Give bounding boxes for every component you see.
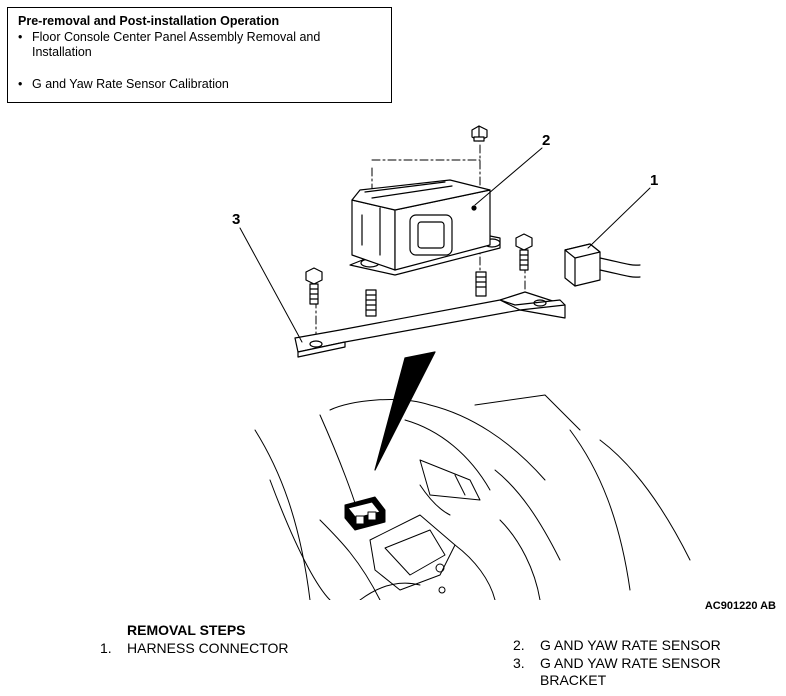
callout-3: 3 — [232, 211, 241, 228]
stud-icon — [365, 289, 377, 317]
removal-step: 2. G AND YAW RATE SENSOR — [513, 637, 721, 654]
removal-steps-title: REMOVAL STEPS — [127, 622, 246, 638]
note-item-line: Floor Console Center Panel Assembly Remo… — [32, 30, 321, 44]
step-label: G AND YAW RATE SENSOR — [540, 655, 721, 671]
bracket-bolt-icon — [305, 267, 323, 305]
detail-pointer-icon — [374, 351, 436, 471]
vehicle-interior-icon — [254, 394, 691, 600]
step-label: G AND YAW RATE SENSOR — [540, 637, 721, 653]
step-label: BRACKET — [540, 672, 607, 688]
harness-connector-icon — [564, 243, 641, 287]
step-number: 3. — [513, 655, 525, 671]
g-yaw-rate-sensor-icon — [349, 179, 501, 276]
flange-bolt-icon — [471, 125, 488, 142]
bracket-bolt-icon — [515, 233, 533, 271]
leader-lines — [239, 147, 651, 343]
sensor-illustration — [239, 125, 691, 600]
removal-step: 3. G AND YAW RATE SENSOR BRACKET — [513, 655, 721, 689]
pre-removal-note-box: Pre-removal and Post-installation Operat… — [7, 7, 392, 103]
note-item-line: Installation — [32, 45, 92, 59]
note-item: • G and Yaw Rate Sensor Calibration — [18, 77, 381, 92]
figure-code: AC901220 AB — [704, 600, 776, 612]
removal-step: 1. HARNESS CONNECTOR — [100, 640, 289, 657]
step-label: HARNESS CONNECTOR — [127, 640, 289, 656]
stud-icon — [475, 271, 487, 297]
bullet-icon: • — [18, 30, 23, 44]
note-item: • Floor Console Center Panel Assembly Re… — [18, 30, 381, 60]
step-number: 1. — [100, 640, 112, 656]
note-title: Pre-removal and Post-installation Operat… — [18, 14, 280, 28]
note-item-line: G and Yaw Rate Sensor Calibration — [32, 77, 229, 91]
sensor-bracket-icon — [294, 291, 566, 358]
callout-1: 1 — [650, 172, 659, 189]
step-number: 2. — [513, 637, 525, 653]
installed-sensor-icon — [344, 496, 386, 531]
bullet-icon: • — [18, 77, 23, 91]
callout-2: 2 — [542, 132, 551, 149]
